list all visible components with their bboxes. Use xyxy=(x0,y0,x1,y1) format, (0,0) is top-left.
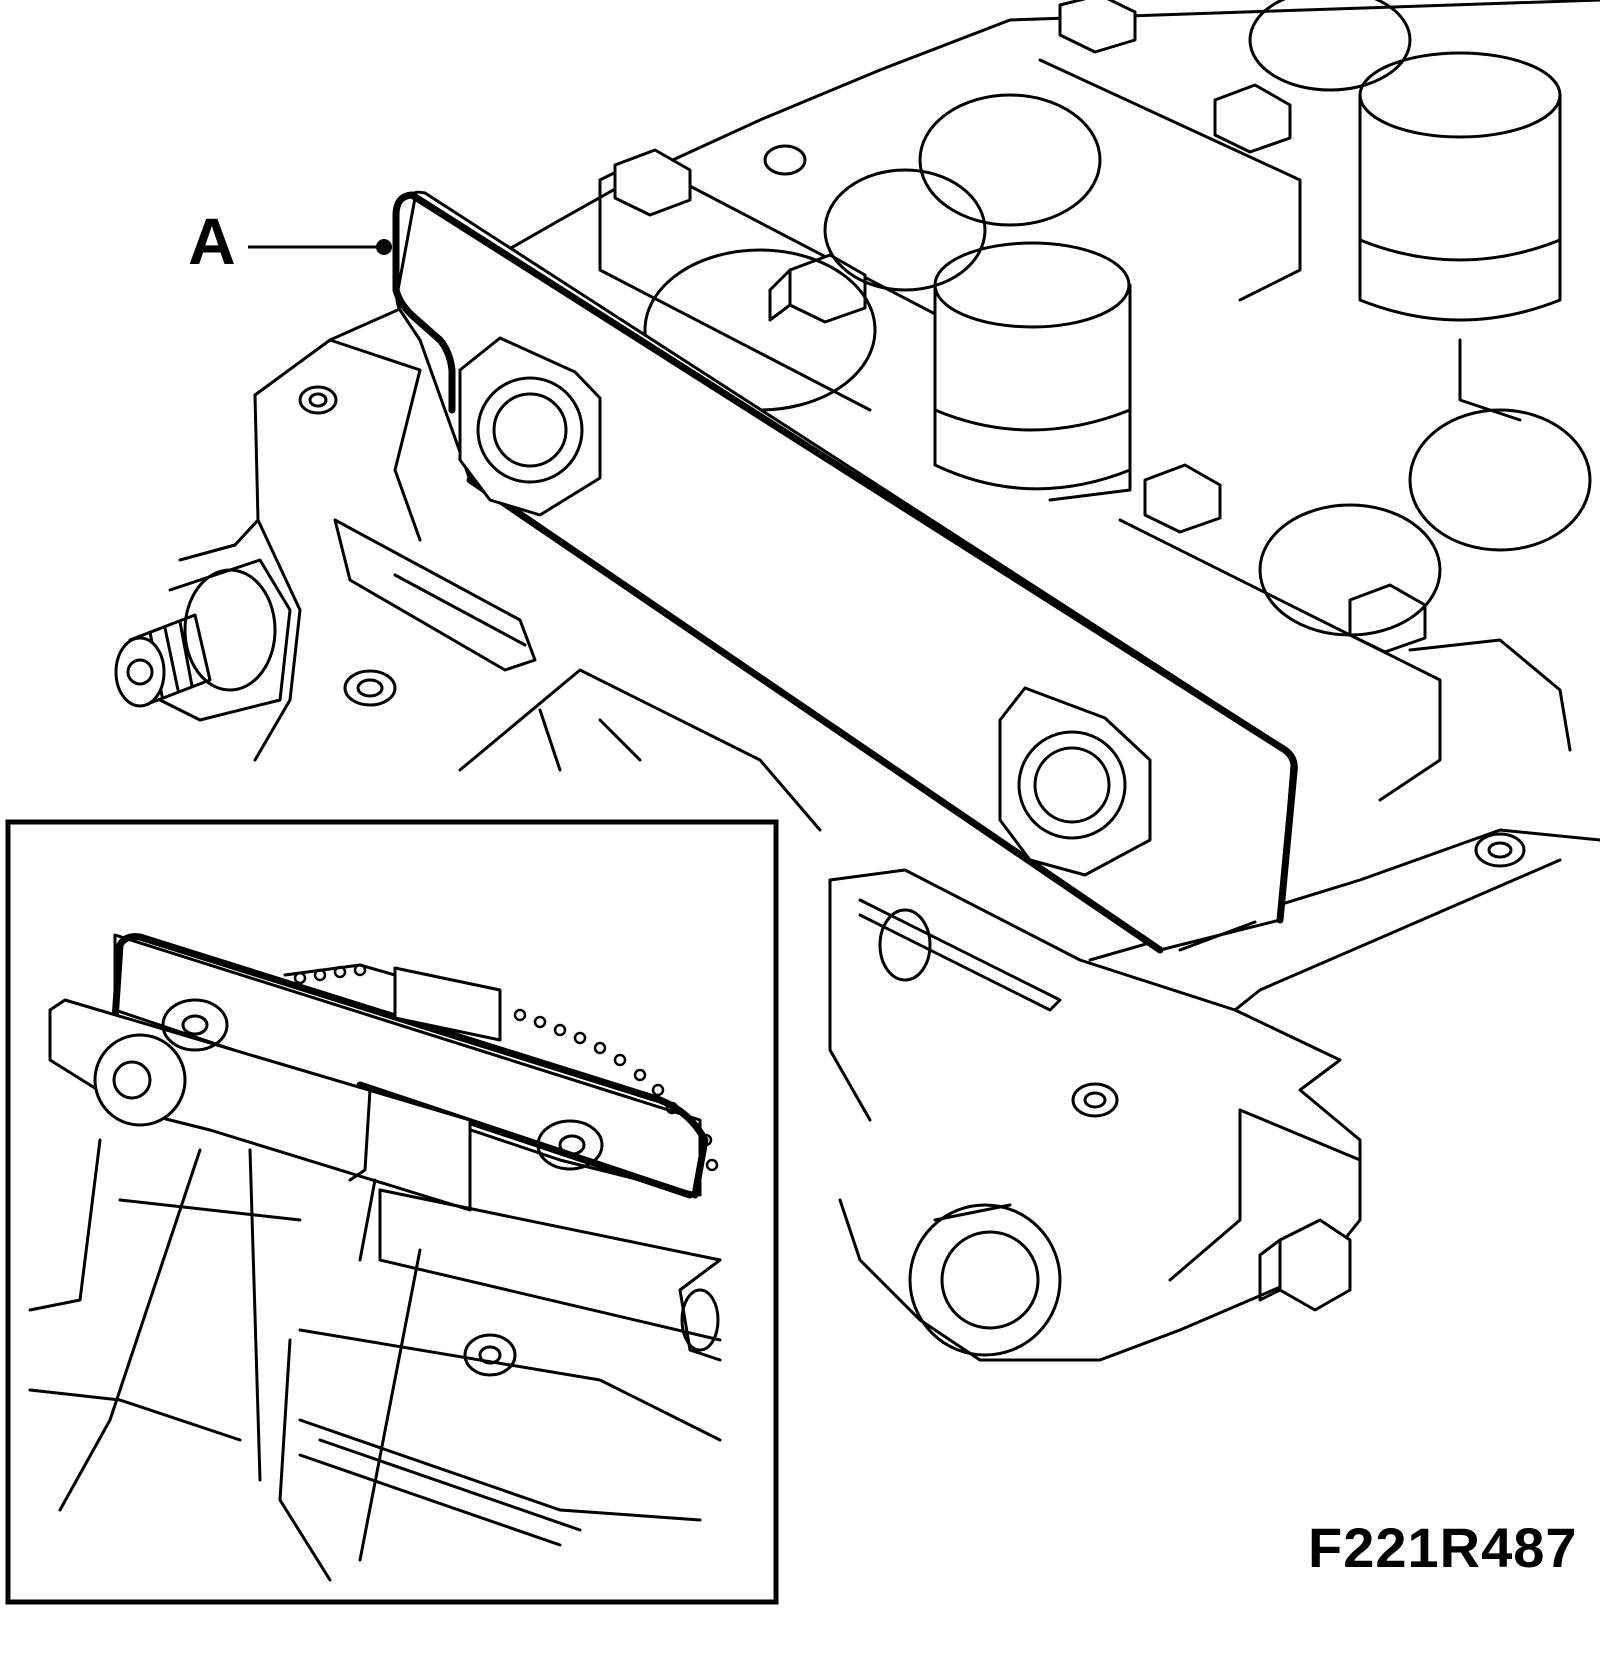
callout-label-a: A xyxy=(188,204,236,278)
detail-inset xyxy=(5,819,779,1605)
figure-id: F221R487 xyxy=(1308,1516,1578,1579)
timing-chain xyxy=(293,963,719,1172)
chain-guide-tool xyxy=(392,190,1298,954)
cylinder-head xyxy=(114,0,1600,1362)
callout-a-leader xyxy=(248,239,392,255)
